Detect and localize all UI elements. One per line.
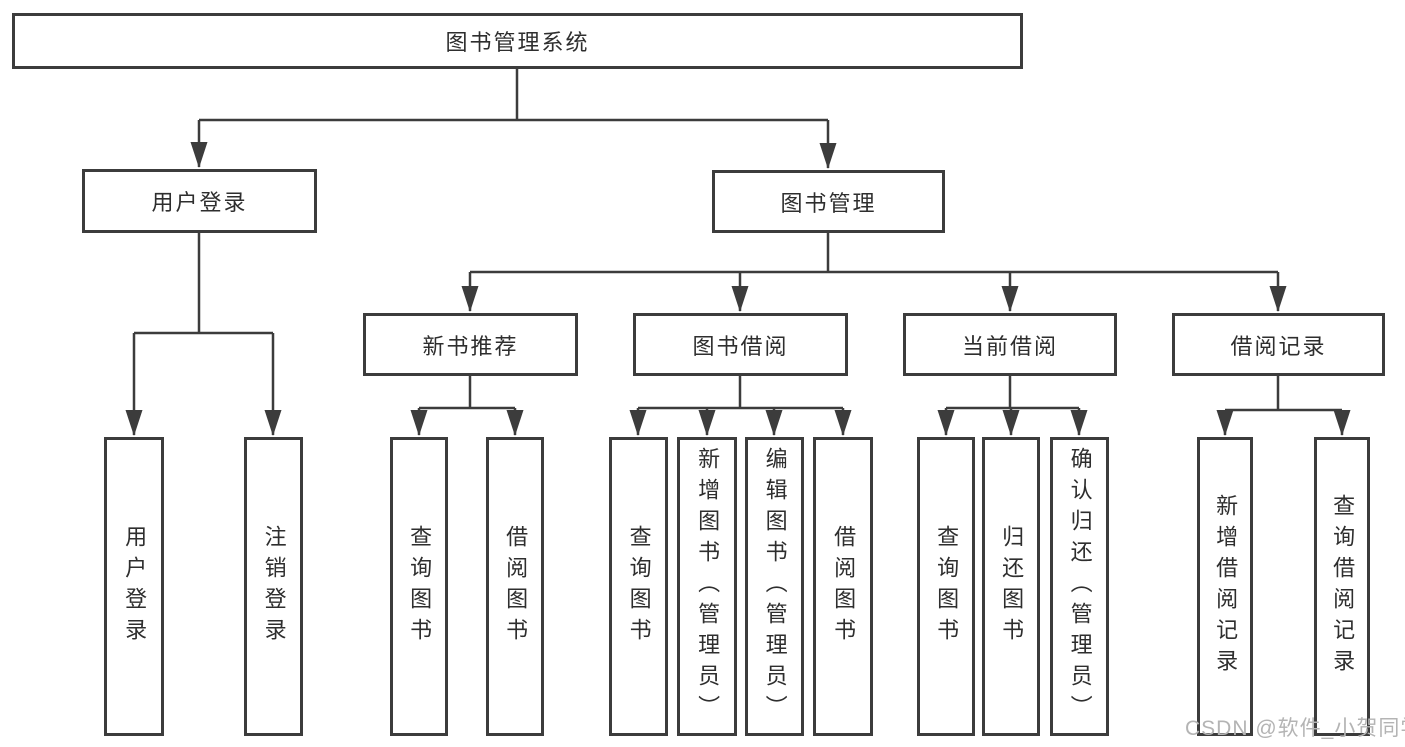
leaf-label: 查询图书 (934, 524, 960, 649)
leaf-label: 新增图书（管理员） (695, 447, 721, 726)
csdn-watermark: CSDN @软件_小贺同学 (1185, 717, 1405, 740)
node-library-management-system: 图书管理系统 (12, 13, 1023, 69)
node-label: 当前借阅 (961, 333, 1058, 359)
node-label: 图书借阅 (692, 333, 789, 359)
leaf-newrec-query-books: 查询图书 (390, 437, 448, 736)
leaf-label: 归还图书 (999, 524, 1025, 649)
leaf-borrow-borrow-books: 借阅图书 (813, 437, 873, 736)
leaf-label: 借阅图书 (503, 524, 529, 649)
node-borrowing-records: 借阅记录 (1172, 313, 1385, 376)
leaf-borrow-edit-books-admin: 编辑图书（管理员） (745, 437, 804, 736)
leaf-current-query-books: 查询图书 (917, 437, 975, 736)
leaf-borrow-add-books-admin: 新增图书（管理员） (677, 437, 737, 736)
node-label: 用户登录 (151, 190, 248, 215)
leaf-label: 借阅图书 (831, 524, 857, 649)
leaf-logout: 注销登录 (244, 437, 303, 736)
leaf-user-login: 用户登录 (104, 437, 164, 736)
leaf-label: 查询图书 (407, 524, 433, 649)
node-book-management: 图书管理 (712, 170, 945, 233)
leaf-current-return-books: 归还图书 (982, 437, 1040, 736)
leaf-label: 注销登录 (261, 524, 287, 649)
leaf-label: 查询图书 (626, 524, 652, 649)
leaf-borrow-query-books: 查询图书 (609, 437, 668, 736)
leaf-label: 编辑图书（管理员） (762, 447, 788, 726)
leaf-newrec-borrow-books: 借阅图书 (486, 437, 544, 736)
leaf-label: 用户登录 (122, 524, 148, 649)
node-current-borrowing: 当前借阅 (903, 313, 1117, 376)
node-label: 图书管理 (780, 190, 877, 216)
leaf-records-add-record: 新增借阅记录 (1197, 437, 1253, 736)
leaf-label: 查询借阅记录 (1330, 493, 1356, 680)
node-label: 借阅记录 (1230, 333, 1327, 359)
node-label: 图书管理系统 (445, 30, 590, 55)
node-new-book-recommend: 新书推荐 (363, 313, 578, 376)
leaf-current-confirm-return-admin: 确认归还（管理员） (1050, 437, 1109, 736)
leaf-label: 新增借阅记录 (1213, 493, 1239, 680)
node-label: 新书推荐 (422, 333, 519, 359)
leaf-label: 确认归还（管理员） (1067, 447, 1093, 726)
leaf-records-query-record: 查询借阅记录 (1314, 437, 1370, 736)
node-book-borrowing: 图书借阅 (633, 313, 848, 376)
node-user-login: 用户登录 (82, 169, 317, 233)
